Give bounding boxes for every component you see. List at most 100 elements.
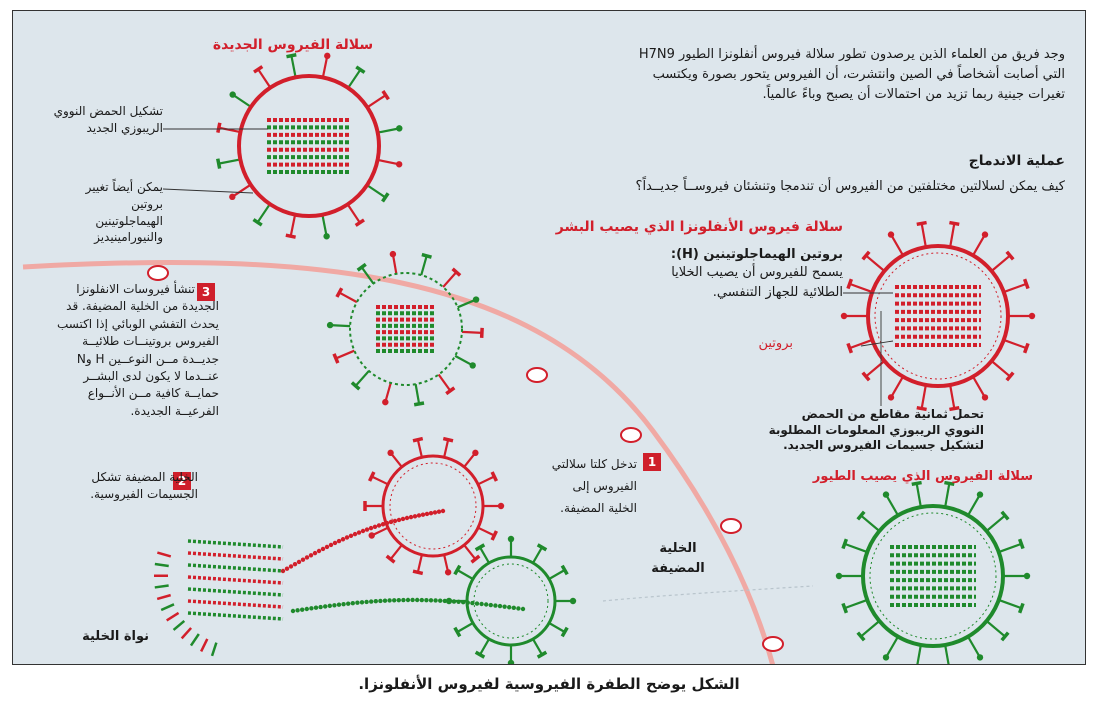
rna-dot [356, 530, 362, 535]
spike [477, 475, 495, 486]
spike [844, 542, 868, 554]
spike-head [856, 631, 866, 642]
human-strain-virus [840, 220, 1036, 412]
rna-dot [344, 535, 350, 540]
spike [479, 546, 490, 564]
rna-segment [187, 587, 284, 597]
spike-head [846, 342, 854, 354]
entering-human-virus [363, 436, 505, 576]
rna-dot [348, 533, 354, 538]
spike-head [453, 626, 462, 638]
spike [416, 439, 423, 458]
new-rna-label: تشكيل الحمض النووي الريبوزي الجديد [53, 104, 163, 135]
spike-head [335, 287, 344, 298]
spike-head [356, 262, 367, 272]
virus-envelope [349, 272, 463, 386]
spike-head [354, 218, 365, 227]
spike [335, 349, 355, 360]
spike-head [1028, 312, 1036, 320]
spike-head [216, 122, 222, 133]
host-cell-membrane [22, 259, 776, 664]
rna-dot [387, 598, 392, 603]
spike [389, 544, 403, 560]
spike [166, 611, 180, 622]
rna-dot [396, 597, 401, 603]
ha-title: بروتين الهيماجلوتينين (H): [670, 247, 843, 262]
spike [442, 271, 458, 288]
spike-head [835, 572, 843, 580]
rna-dot [451, 599, 457, 604]
spike-head [355, 65, 366, 74]
spike-head [861, 371, 871, 382]
spike [915, 483, 922, 508]
spike [967, 494, 981, 516]
rna-dot [346, 601, 351, 606]
rna-dot [373, 599, 378, 604]
cell-nucleus-products [153, 539, 284, 657]
spike-head [536, 543, 548, 552]
spike-head [382, 398, 389, 406]
rna-dot [350, 600, 355, 606]
spike-head [944, 480, 955, 487]
spike-head [916, 220, 927, 227]
spike-head [916, 405, 927, 412]
spike-head [949, 405, 960, 412]
rna-dot [433, 598, 438, 603]
rna-segment [187, 539, 284, 549]
spike [461, 330, 482, 334]
pointer-line [860, 340, 894, 347]
rna-dot [364, 527, 370, 532]
spike [985, 620, 1006, 638]
spike-head [381, 90, 390, 101]
spike [457, 298, 477, 309]
spike-head [323, 233, 330, 240]
rna-dot [324, 544, 330, 550]
rna-dot [392, 598, 397, 603]
spike-head [981, 231, 989, 238]
spike-head [887, 231, 895, 238]
spike [949, 384, 956, 409]
spike [990, 360, 1011, 378]
human-strain-title: سلالة فيروس الأنفلونزا الذي يصيب البشر [555, 219, 843, 235]
spike-head [976, 491, 984, 498]
rna-dot [336, 602, 342, 607]
spike [218, 126, 241, 134]
spike-head [445, 386, 456, 396]
spike-head [911, 480, 922, 487]
spike [885, 494, 899, 516]
spike [180, 627, 193, 640]
spike [849, 282, 873, 294]
rna-dot [382, 598, 388, 603]
fusion-question: كيف يمكن لسلالتين مختلفتين من الفيروس أن… [635, 179, 1065, 194]
fusion-title: عملية الاندماج [968, 153, 1065, 169]
spike-head [1000, 631, 1010, 642]
rna-dot [295, 608, 300, 613]
spike-head [976, 654, 984, 661]
spike [189, 633, 200, 647]
pointer-lines [162, 128, 894, 406]
spike [172, 619, 186, 631]
spike-head [882, 491, 890, 498]
virus-inner-ring [389, 462, 477, 550]
spike-head [381, 192, 390, 203]
spike [391, 253, 398, 275]
rna-dot [520, 606, 526, 612]
rna-dot [304, 606, 309, 612]
spike-head [861, 250, 871, 261]
spike [414, 383, 421, 405]
spike [1003, 282, 1027, 294]
rna-dot [288, 564, 294, 569]
spike [548, 622, 566, 633]
rna-dot [313, 605, 319, 610]
new-strain-title: سلالة الفيروس الجديدة [212, 37, 374, 53]
spike [985, 514, 1006, 532]
spike [456, 622, 474, 633]
rna-dot [336, 538, 342, 544]
rna-dot [300, 557, 306, 562]
spike-head [474, 543, 486, 552]
spike-head [253, 65, 264, 74]
virus-inner-ring [874, 252, 1002, 380]
spike [346, 203, 361, 224]
rna-dot [488, 602, 493, 608]
spike-head [216, 158, 222, 169]
